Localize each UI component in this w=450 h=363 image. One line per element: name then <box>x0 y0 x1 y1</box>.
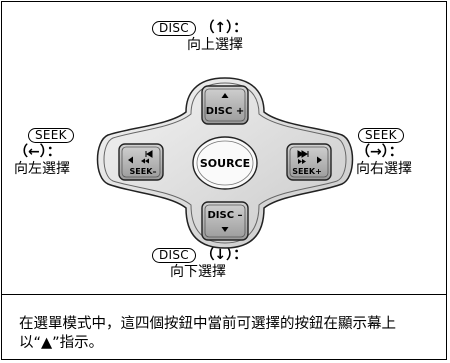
left-label: SEEK （←）： 向左選擇 <box>14 127 84 178</box>
seek-minus-label: SEEK– <box>130 167 157 176</box>
skip-forward-icon <box>297 150 309 158</box>
rewind-icon <box>141 158 149 164</box>
disc-key-bottom: DISC <box>152 248 196 263</box>
disc-minus-label: DISC – <box>207 210 242 221</box>
divider-line <box>1 294 447 295</box>
disc-plus-label: DISC + <box>206 106 244 117</box>
seek-minus-button[interactable]: SEEK– <box>118 143 164 181</box>
skip-back-icon <box>145 150 153 158</box>
down-arrow-text: （↓）： <box>200 247 248 263</box>
left-caption: 向左選擇 <box>14 161 70 177</box>
right-triangle-icon <box>317 156 322 164</box>
down-triangle-icon <box>221 227 229 232</box>
bottom-label: DISC （↓）： 向下選擇 <box>150 247 290 281</box>
disc-plus-button[interactable]: DISC + <box>201 85 249 125</box>
source-button[interactable]: SOURCE <box>192 136 258 190</box>
source-label: SOURCE <box>200 157 250 170</box>
bottom-caption: 向下選擇 <box>170 264 226 280</box>
disc-minus-button[interactable]: DISC – <box>201 201 249 241</box>
top-label: DISC （↑）： 向上選擇 <box>150 20 280 54</box>
description-text: 在選單模式中，這四個按鈕中當前可選擇的按鈕在顯示幕上以“▲”指示。 <box>19 316 396 351</box>
left-arrow-text: （←）： <box>14 144 61 160</box>
seek-key-left: SEEK <box>28 128 74 143</box>
seek-plus-button[interactable]: SEEK+ <box>286 143 332 181</box>
top-caption: 向上選擇 <box>187 37 243 53</box>
right-label: SEEK （→）： 向右選擇 <box>356 127 438 178</box>
up-arrow-text: （↑）： <box>200 20 248 36</box>
left-triangle-icon <box>128 156 133 164</box>
right-arrow-text: （→）： <box>356 144 403 160</box>
seek-key-right: SEEK <box>358 128 404 143</box>
seek-plus-label: SEEK+ <box>292 167 322 176</box>
up-triangle-icon <box>221 93 229 98</box>
disc-key-top: DISC <box>152 21 196 36</box>
fast-forward-icon <box>298 159 306 164</box>
right-caption: 向右選擇 <box>356 161 412 177</box>
